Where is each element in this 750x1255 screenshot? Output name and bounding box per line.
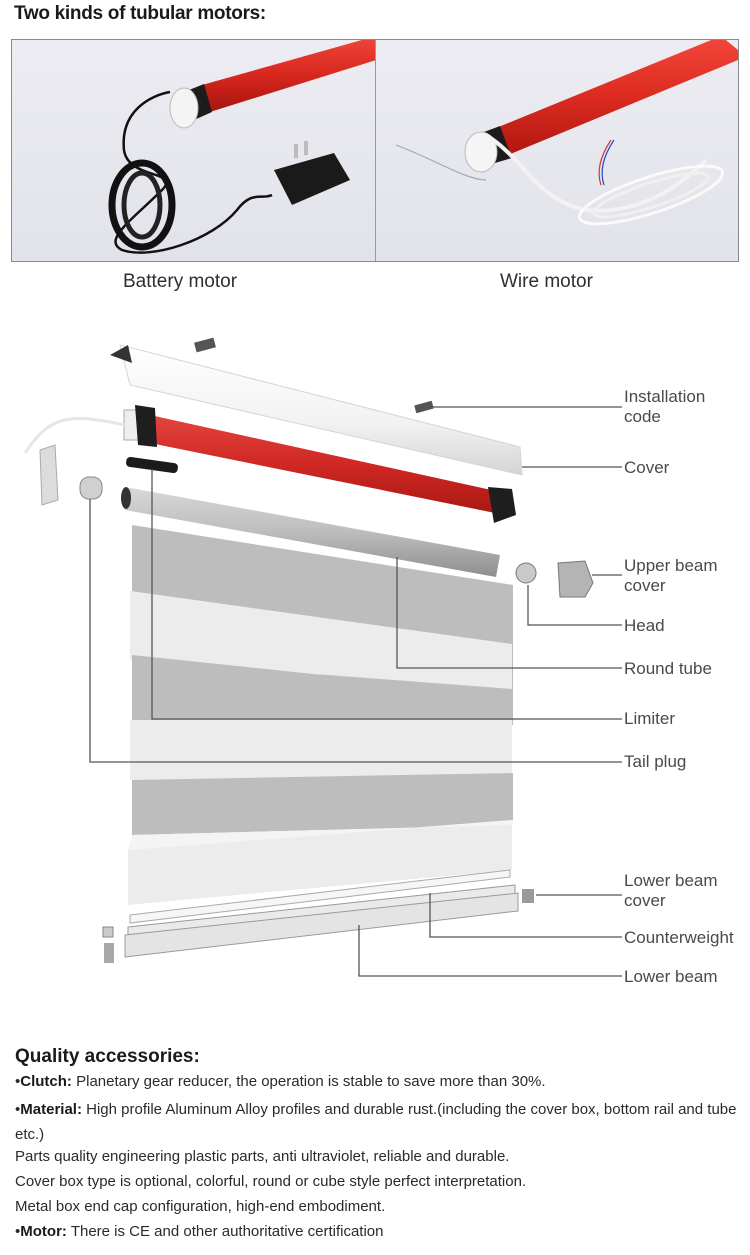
motor-photos <box>11 39 739 262</box>
leader-round-tube <box>396 557 622 669</box>
exploded-diagram: Installation code Cover Upper beam cover… <box>0 315 750 1005</box>
quality-item-cover-box: Cover box type is optional, colorful, ro… <box>15 1173 527 1190</box>
page-title: Two kinds of tubular motors: <box>14 3 266 24</box>
motor <box>150 415 505 515</box>
limiter-part <box>126 456 178 474</box>
label-head: Head <box>624 616 665 635</box>
label-lower-beam: Lower beam <box>624 967 718 986</box>
label-round-tube: Round tube <box>624 659 712 678</box>
quality-item-material: •Material: High profile Aluminum Alloy p… <box>15 1101 737 1143</box>
label-upper-beam-cover: Upper beam cover <box>624 556 718 595</box>
cover <box>119 344 523 476</box>
wire-motor-caption: Wire motor <box>500 271 593 292</box>
quality-title: Quality accessories: <box>15 1046 200 1067</box>
battery-motor-photo <box>12 40 376 261</box>
label-cover: Cover <box>624 458 670 477</box>
leader-counterweight <box>429 893 622 938</box>
label-lower-beam-cover: Lower beam cover <box>624 871 718 910</box>
label-counterweight: Counterweight <box>624 928 734 947</box>
wire-motor-photo <box>376 40 738 261</box>
quality-item-plastic-parts: Parts quality engineering plastic parts,… <box>15 1148 510 1165</box>
leader-lower-beam <box>358 925 622 977</box>
leader-head <box>527 585 622 626</box>
quality-item-motor: •Motor: There is CE and other authoritat… <box>15 1223 384 1240</box>
label-limiter: Limiter <box>624 709 676 728</box>
leader-limiter <box>151 469 622 720</box>
fabric-stripes <box>128 525 513 905</box>
quality-item-clutch: •Clutch: Planetary gear reducer, the ope… <box>15 1073 546 1090</box>
quality-item-end-cap: Metal box end cap configuration, high-en… <box>15 1198 386 1215</box>
label-installation-code: Installation code <box>624 387 706 426</box>
label-tail-plug: Tail plug <box>624 752 687 771</box>
leader-tail-plug <box>89 499 622 763</box>
battery-motor-caption: Battery motor <box>123 271 238 292</box>
round-tube <box>125 487 500 577</box>
